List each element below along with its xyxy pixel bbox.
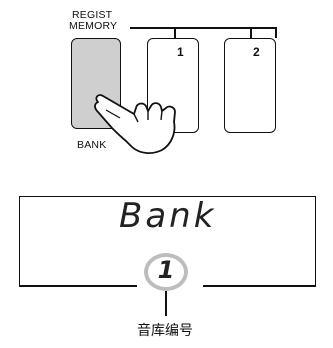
lcd-frame-bottom-left — [19, 285, 137, 287]
lcd-bank-text: Bank — [119, 196, 216, 236]
lcd-frame-bottom-right — [203, 285, 316, 287]
regist-memory-label-line1: REGIST — [72, 10, 112, 20]
regist-memory-label-line2: MEMORY — [69, 21, 117, 31]
button-panel: REGIST MEMORY BANK 1 2 — [0, 0, 333, 160]
lcd-display: Bank 1 音库编号 — [0, 160, 333, 348]
bracket-tick-end — [275, 27, 277, 38]
lcd-bank-number: 1 — [144, 256, 188, 284]
bracket-tick-button1 — [174, 27, 176, 38]
callout-line — [165, 291, 167, 316]
memory-button-2-number: 2 — [253, 45, 260, 59]
bracket-tick-button2 — [250, 27, 252, 38]
bank-number-caption: 音库编号 — [137, 320, 193, 340]
memory-button-2[interactable] — [224, 38, 276, 133]
bracket-horizontal-line — [130, 27, 276, 29]
pointing-hand-icon — [90, 88, 210, 156]
memory-button-1-number: 1 — [177, 45, 184, 59]
